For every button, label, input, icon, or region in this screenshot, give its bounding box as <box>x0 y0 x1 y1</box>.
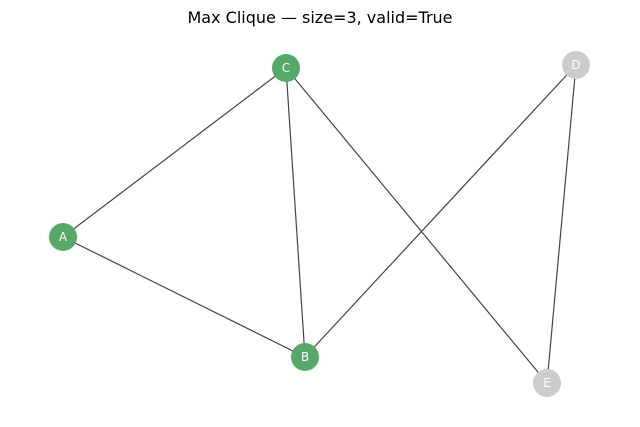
nodes-layer: A B C D E <box>49 51 590 397</box>
node-label-a: A <box>59 230 68 244</box>
node-label-b: B <box>301 350 309 364</box>
node-label-d: D <box>571 58 580 72</box>
node-circle-b <box>291 343 319 371</box>
edge-a-b <box>62 236 306 358</box>
node-d: D <box>562 51 590 79</box>
node-e: E <box>533 369 561 397</box>
node-circle-a <box>49 223 77 251</box>
edge-a-c <box>62 67 287 238</box>
node-circle-d <box>562 51 590 79</box>
node-label-c: C <box>282 61 290 75</box>
edges-layer <box>62 64 577 384</box>
edge-c-e <box>285 67 548 384</box>
node-c: C <box>272 54 300 82</box>
edge-c-b <box>285 67 306 358</box>
node-a: A <box>49 223 77 251</box>
edge-b-d <box>304 64 577 358</box>
node-label-e: E <box>543 376 551 390</box>
node-circle-e <box>533 369 561 397</box>
node-circle-c <box>272 54 300 82</box>
edge-d-e <box>546 64 577 384</box>
node-b: B <box>291 343 319 371</box>
diagram-title: Max Clique — size=3, valid=True <box>187 8 452 27</box>
